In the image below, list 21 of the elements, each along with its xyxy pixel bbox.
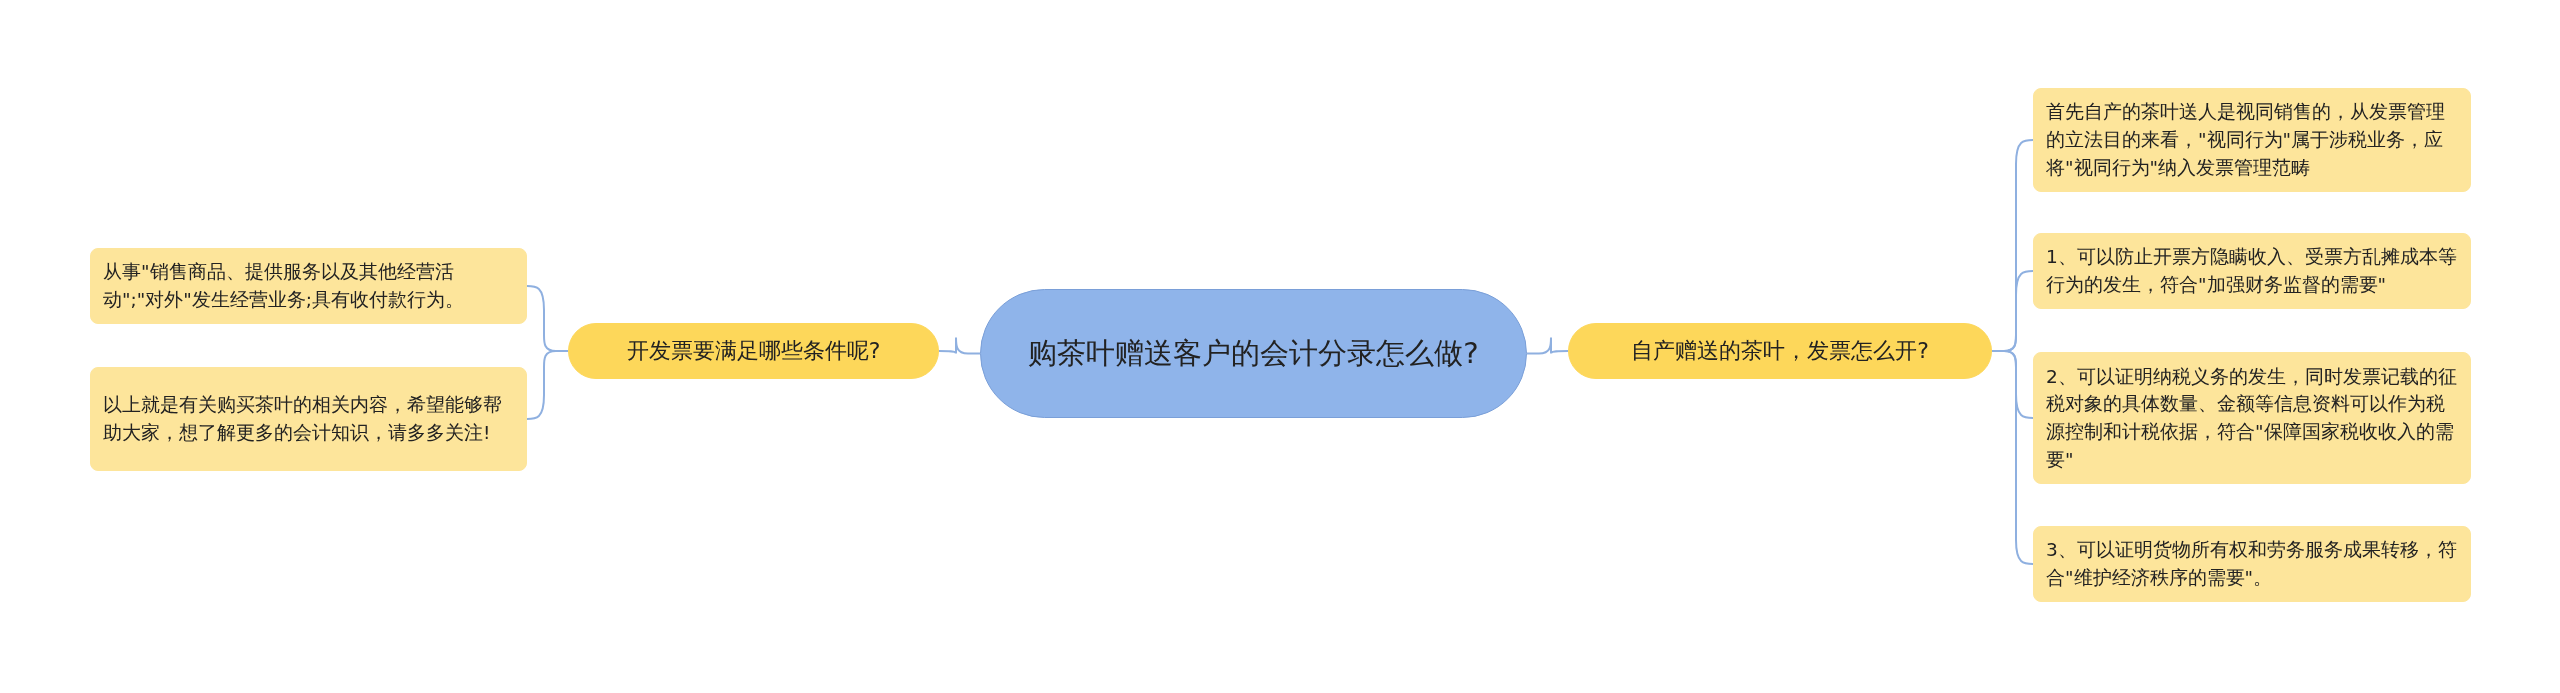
branch-topic (568, 323, 939, 379)
connector-line (526, 350, 569, 420)
subtopic-box (90, 367, 527, 471)
topic-text: 以上就是有关购买茶叶的相关内容，希望能够帮助大家，想了解更多的会计知识，请多多关注! (103, 393, 503, 445)
topic-text: 3、可以证明货物所有权和劳务服务成果转移，符合"维护经济秩序的需要"。 (2046, 538, 2458, 590)
topic-text: 自产赠送的茶叶，发票怎么开? (1631, 336, 1929, 365)
topic-text: 从事"销售商品、提供服务以及其他经营活动";"对外"发生经营业务;具有收付款行为。 (103, 260, 465, 312)
topic-text: 开发票要满足哪些条件呢? (626, 336, 881, 365)
subtopic-box (2033, 233, 2471, 309)
topic-text: 1、可以防止开票方隐瞒收入、受票方乱摊成本等行为的发生，符合"加强财务监督的需要" (2046, 245, 2458, 297)
connector-line (1526, 336, 1569, 355)
subtopic-box (2033, 88, 2471, 192)
subtopic-box (2033, 352, 2471, 484)
connector-line (938, 336, 981, 355)
subtopic-box (90, 248, 527, 324)
connector-line (1991, 350, 2034, 565)
branch-topic (1568, 323, 1992, 379)
subtopic-box (2033, 526, 2471, 602)
topic-text: 购茶叶赠送客户的会计分录怎么做? (1028, 335, 1479, 373)
topic-text: 2、可以证明纳税义务的发生，同时发票记载的征税对象的具体数量、金额等信息资料可以作为税源控制和计税依据，符合"保障国家税收收入的需要" (2046, 364, 2458, 472)
topic-text: 首先自产的茶叶送人是视同销售的，从发票管理的立法目的来看，"视同行为"属于涉税业务，应将"视同行为"纳入发票管理范畴 (2046, 100, 2446, 180)
